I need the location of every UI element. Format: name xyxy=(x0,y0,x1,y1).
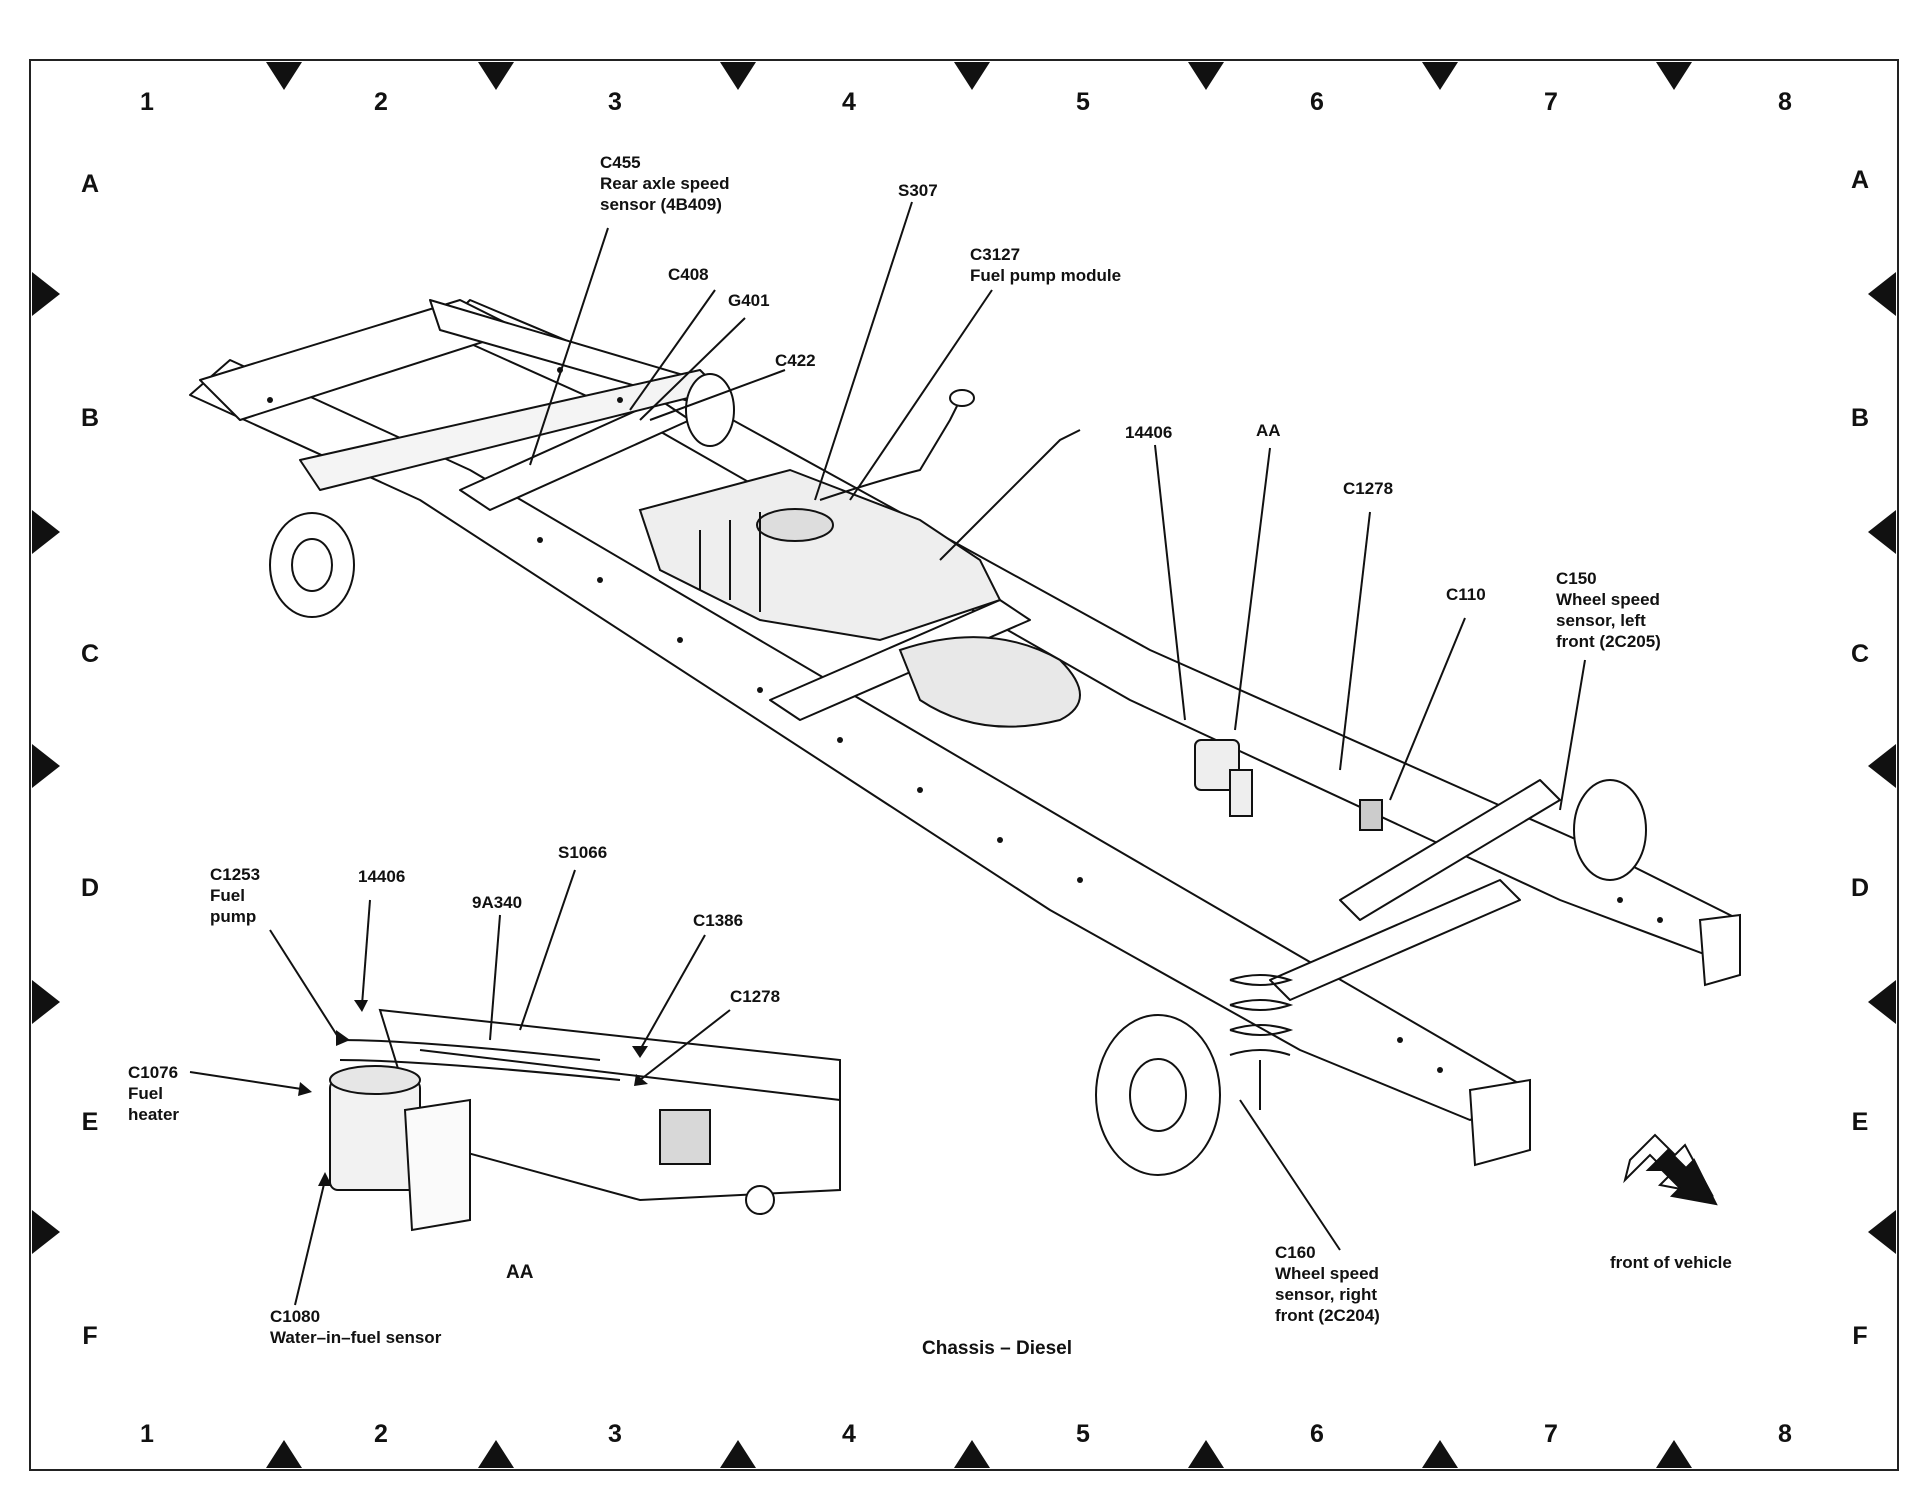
grid-row-e-left: E xyxy=(81,1108,99,1136)
front-direction-arrow xyxy=(1623,1133,1718,1206)
c110-connector xyxy=(1359,799,1383,831)
coil-spring xyxy=(1229,974,1294,1110)
label-aa-main: AA xyxy=(1256,421,1281,440)
grid-col-8-top: 8 xyxy=(1778,88,1792,116)
front-brake-rotor xyxy=(1095,779,1647,1176)
grid-row-a-left: A xyxy=(80,170,100,198)
rear-brake-drum xyxy=(269,373,735,618)
label-c1080: C1080 Water–in–fuel sensor xyxy=(270,1307,442,1347)
grid-col-4-top: 4 xyxy=(842,88,856,116)
page-frame xyxy=(29,59,1899,1471)
label-c1386: C1386 xyxy=(693,911,744,930)
label-c110: C110 xyxy=(1446,585,1486,604)
label-c1253: C1253 Fuel pump xyxy=(210,865,261,926)
label-g401: G401 xyxy=(728,291,770,310)
fuel-conditioning-module xyxy=(1194,739,1253,817)
label-aa-inset: AA xyxy=(506,1262,534,1283)
grid-row-d-right: D xyxy=(1850,874,1870,902)
label-c1278-main: C1278 xyxy=(1343,479,1394,498)
filler-neck xyxy=(819,389,975,501)
grid-row-f-left: F xyxy=(82,1322,98,1350)
label-14406-main: 14406 xyxy=(1125,423,1173,442)
label-s307: S307 xyxy=(898,181,938,200)
grid-row-b-left: B xyxy=(80,404,100,432)
grid-row-c-right: C xyxy=(1850,640,1870,668)
grid-col-1-top: 1 xyxy=(140,88,154,116)
front-frame-horns xyxy=(1468,913,1741,1167)
diagram-title: Chassis – Diesel xyxy=(922,1338,1072,1359)
label-c3127: C3127 Fuel pump module xyxy=(970,245,1122,285)
grid-col-7-bottom: 7 xyxy=(1544,1420,1558,1448)
grid-row-b-right: B xyxy=(1850,404,1870,432)
label-c160: C160 Wheel speed sensor, right front (2C… xyxy=(1275,1243,1380,1325)
grid-col-5-top: 5 xyxy=(1076,88,1090,116)
frame-holes xyxy=(267,367,1663,1073)
grid-col-2-top: 2 xyxy=(374,88,388,116)
exhaust xyxy=(898,429,1081,728)
grid-col-5-bottom: 5 xyxy=(1076,1420,1090,1448)
fuel-tank xyxy=(638,468,1002,642)
grid-row-e-right: E xyxy=(1851,1108,1869,1136)
grid-markers xyxy=(32,62,1896,1468)
label-14406-inset: 14406 xyxy=(358,867,406,886)
label-c1278-inset: C1278 xyxy=(730,987,781,1006)
chassis-frame xyxy=(189,299,1741,1121)
leader-arrowheads xyxy=(298,1000,648,1186)
grid-row-a-right: A xyxy=(1850,166,1870,194)
grid-col-3-top: 3 xyxy=(608,88,622,116)
grid-col-3-bottom: 3 xyxy=(608,1420,622,1448)
grid-col-6-bottom: 6 xyxy=(1310,1420,1324,1448)
label-c455: C455 Rear axle speed sensor (4B409) xyxy=(600,153,730,214)
grid-col-1-bottom: 1 xyxy=(140,1420,154,1448)
grid-col-8-bottom: 8 xyxy=(1778,1420,1792,1448)
grid-row-c-left: C xyxy=(80,640,100,668)
label-s1066: S1066 xyxy=(558,843,608,862)
label-front-of-vehicle: front of vehicle xyxy=(1610,1253,1732,1272)
grid-col-4-bottom: 4 xyxy=(842,1420,856,1448)
grid-col-7-top: 7 xyxy=(1544,88,1558,116)
inset-aa xyxy=(329,1008,841,1232)
grid-row-f-right: F xyxy=(1852,1322,1868,1350)
label-c408: C408 xyxy=(668,265,709,284)
label-c1076: C1076 Fuel heater xyxy=(128,1063,180,1124)
leader-lines xyxy=(189,201,1586,1306)
grid-col-6-top: 6 xyxy=(1310,88,1324,116)
grid-col-2-bottom: 2 xyxy=(374,1420,388,1448)
grid-row-d-left: D xyxy=(80,874,100,902)
label-c150: C150 Wheel speed sensor, left front (2C2… xyxy=(1556,569,1661,651)
label-c422: C422 xyxy=(775,351,816,370)
label-9a340: 9A340 xyxy=(472,893,523,912)
